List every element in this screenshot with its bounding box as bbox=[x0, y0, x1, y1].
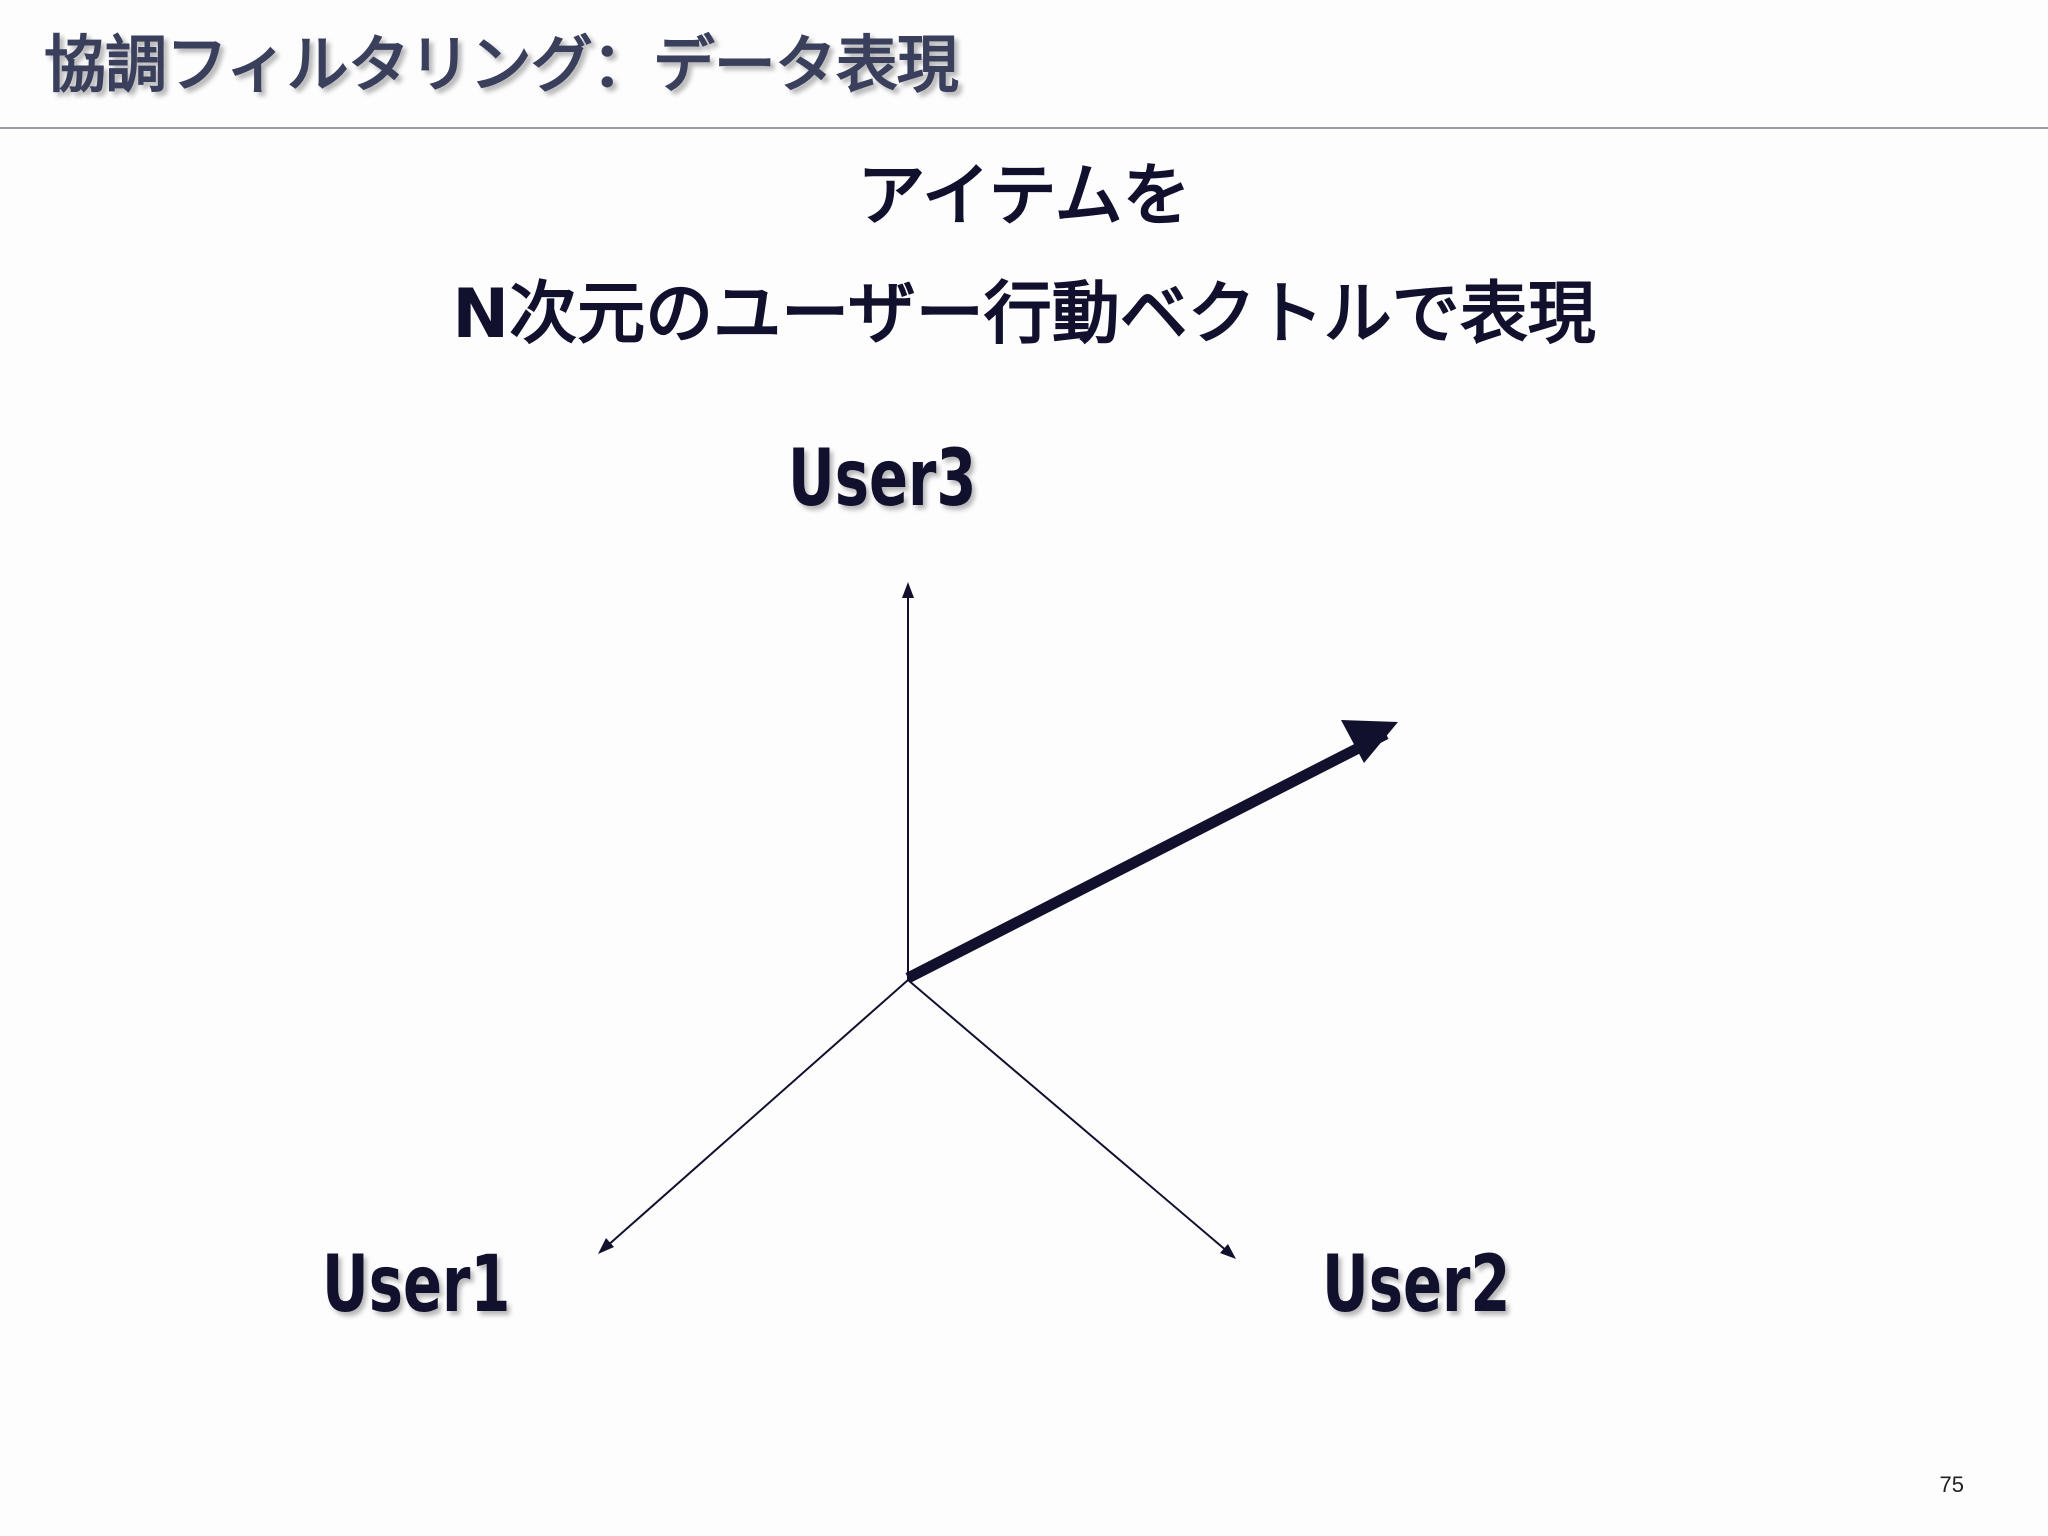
item-vector bbox=[905, 720, 1398, 983]
axis-user1-arrowhead bbox=[598, 1238, 614, 1254]
slide-title: 協調フィルタリング：データ表現 bbox=[44, 28, 959, 101]
axis-user3 bbox=[902, 582, 914, 980]
axis-user2-arrowhead bbox=[1220, 1244, 1236, 1259]
axis-user3-arrowhead bbox=[902, 582, 914, 598]
heading-line-1: アイテムを bbox=[857, 157, 1191, 236]
axis-user2 bbox=[907, 979, 1236, 1259]
heading-line-2: N次元のユーザー行動ベクトルで表現 bbox=[452, 275, 1596, 354]
axis-label-user1: User1 bbox=[322, 1240, 511, 1330]
title-divider bbox=[0, 127, 2048, 129]
axis-label-user3: User3 bbox=[788, 434, 977, 524]
axis-user1 bbox=[598, 979, 909, 1254]
page-number: 75 bbox=[1939, 1472, 1964, 1497]
item-vector-arrowhead bbox=[1341, 720, 1398, 763]
axis-label-user2: User2 bbox=[1322, 1240, 1511, 1330]
